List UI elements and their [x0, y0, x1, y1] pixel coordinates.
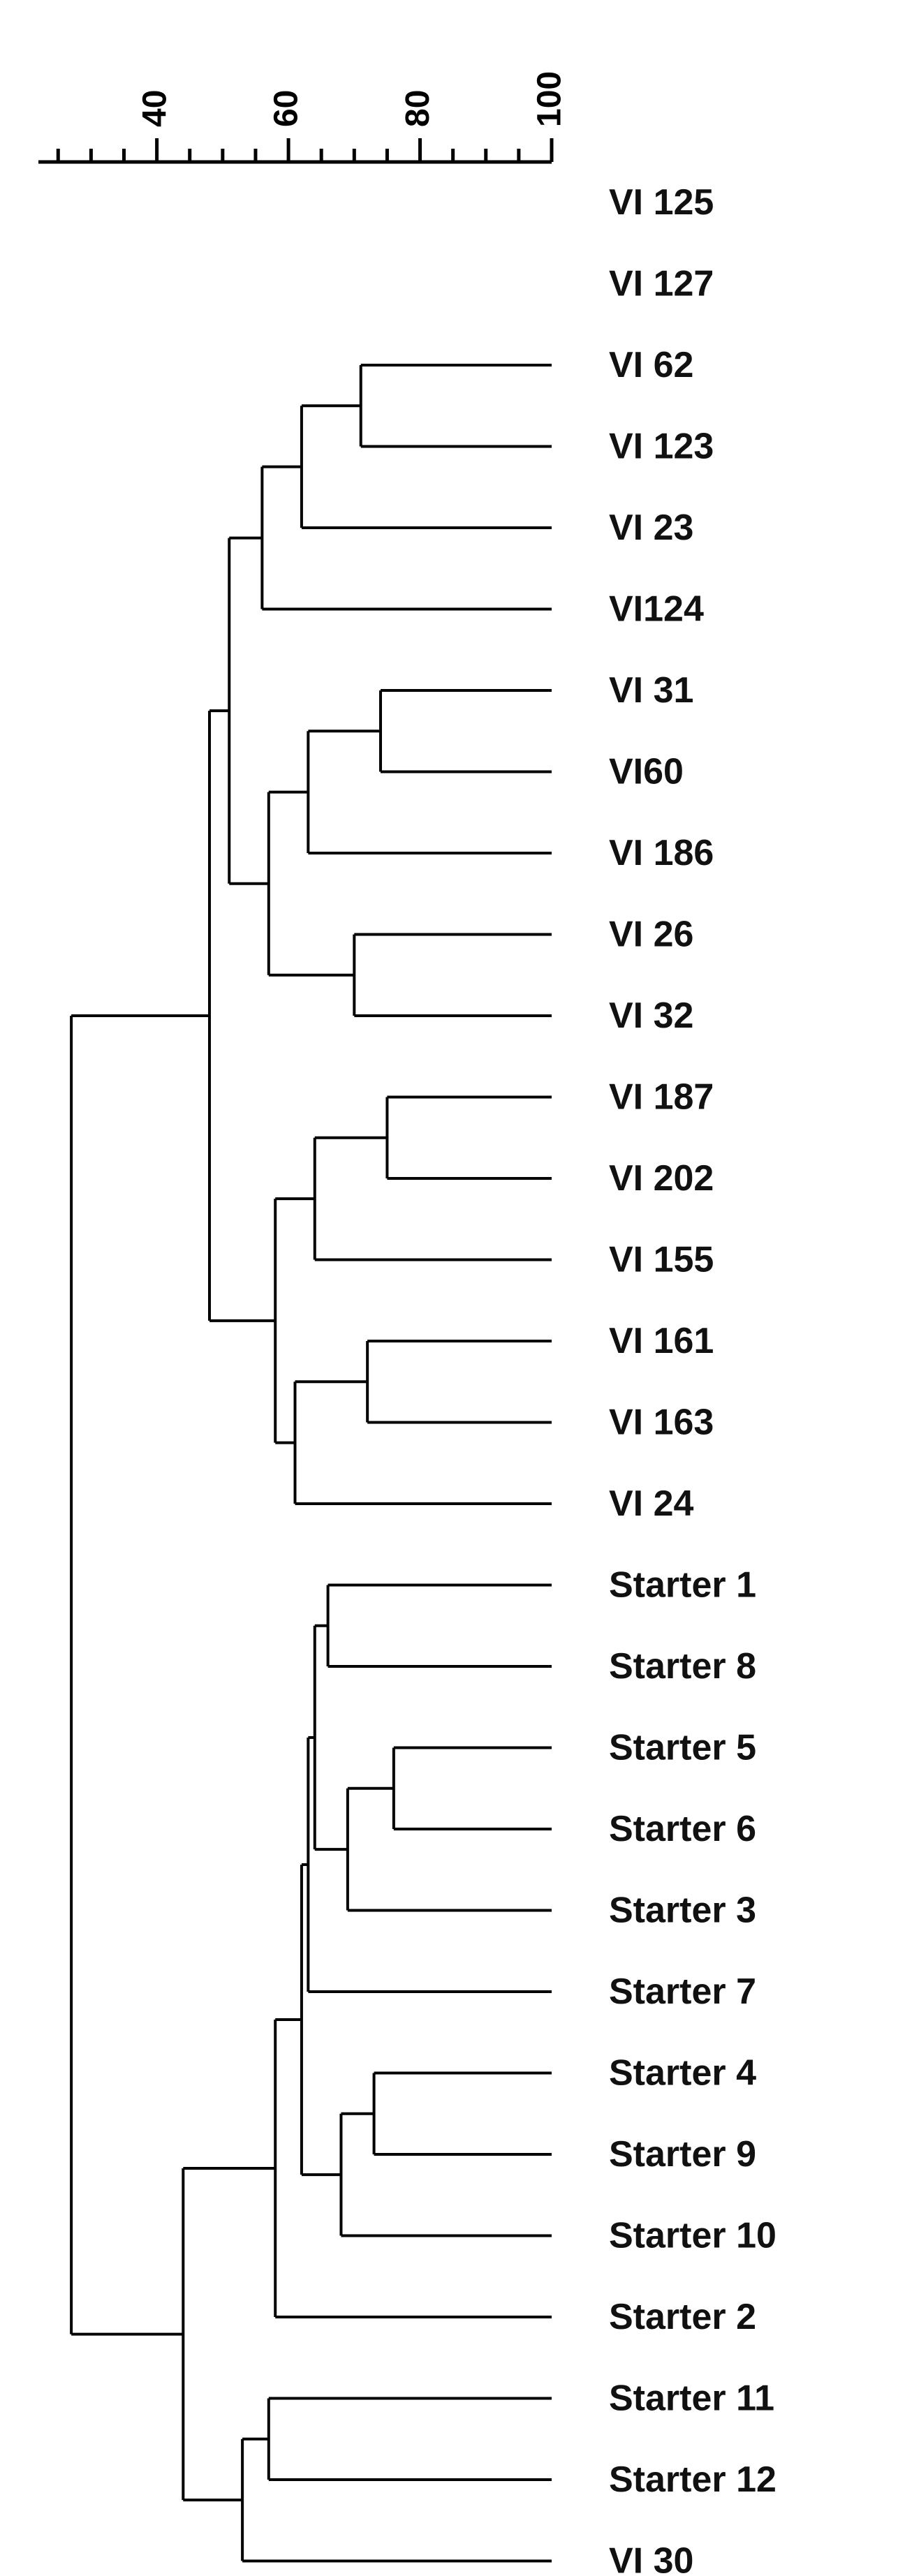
leaf-label: VI 31	[609, 670, 693, 711]
leaf-label: Starter 1	[609, 1565, 756, 1606]
leaf-label: VI 26	[609, 915, 693, 955]
leaf-label: Starter 2	[609, 2297, 756, 2337]
leaf-label: Starter 4	[609, 2053, 756, 2094]
axis-tick-label: 100	[531, 71, 568, 127]
leaf-label: VI 127	[609, 264, 714, 304]
axis-tick-label: 40	[136, 90, 173, 127]
leaf-label: Starter 5	[609, 1728, 756, 1768]
leaf-label: Starter 3	[609, 1890, 756, 1931]
leaf-label: VI124	[609, 589, 704, 630]
dendrogram-branches	[70, 364, 552, 2563]
leaf-label: VI 187	[609, 1077, 714, 1118]
leaf-label: VI 155	[609, 1240, 714, 1280]
leaf-label: Starter 7	[609, 1971, 756, 2012]
leaf-label: VI 163	[609, 1402, 714, 1443]
leaf-label: Starter 11	[609, 2378, 774, 2419]
leaf-labels: VI 125 VI 127 VI 62 VI 123 VI 23 VI124 VI 31 VI…	[609, 182, 776, 2576]
leaf-label: Starter 10	[609, 2216, 776, 2256]
leaf-label: Starter 8	[609, 1646, 756, 1687]
leaf-label: VI 161	[609, 1321, 714, 1361]
leaf-label: VI 62	[609, 345, 693, 385]
leaf-label: VI 30	[609, 2541, 693, 2576]
axis-tick-label: 80	[399, 90, 436, 127]
leaf-label: VI 186	[609, 833, 714, 873]
leaf-label: Starter 9	[609, 2134, 756, 2175]
leaf-label: Starter 6	[609, 1809, 756, 1849]
leaf-label: VI 32	[609, 995, 693, 1036]
axis-tick-label: 60	[268, 90, 305, 127]
leaf-label: VI 202	[609, 1158, 714, 1199]
similarity-axis: 40 60 80 100	[38, 71, 568, 164]
leaf-label: VI 24	[609, 1483, 693, 1524]
leaf-label: VI 123	[609, 427, 714, 467]
leaf-label: Starter 12	[609, 2459, 776, 2500]
leaf-label: VI 125	[609, 182, 714, 223]
leaf-label: VI60	[609, 752, 684, 792]
leaf-label: VI 23	[609, 508, 693, 548]
